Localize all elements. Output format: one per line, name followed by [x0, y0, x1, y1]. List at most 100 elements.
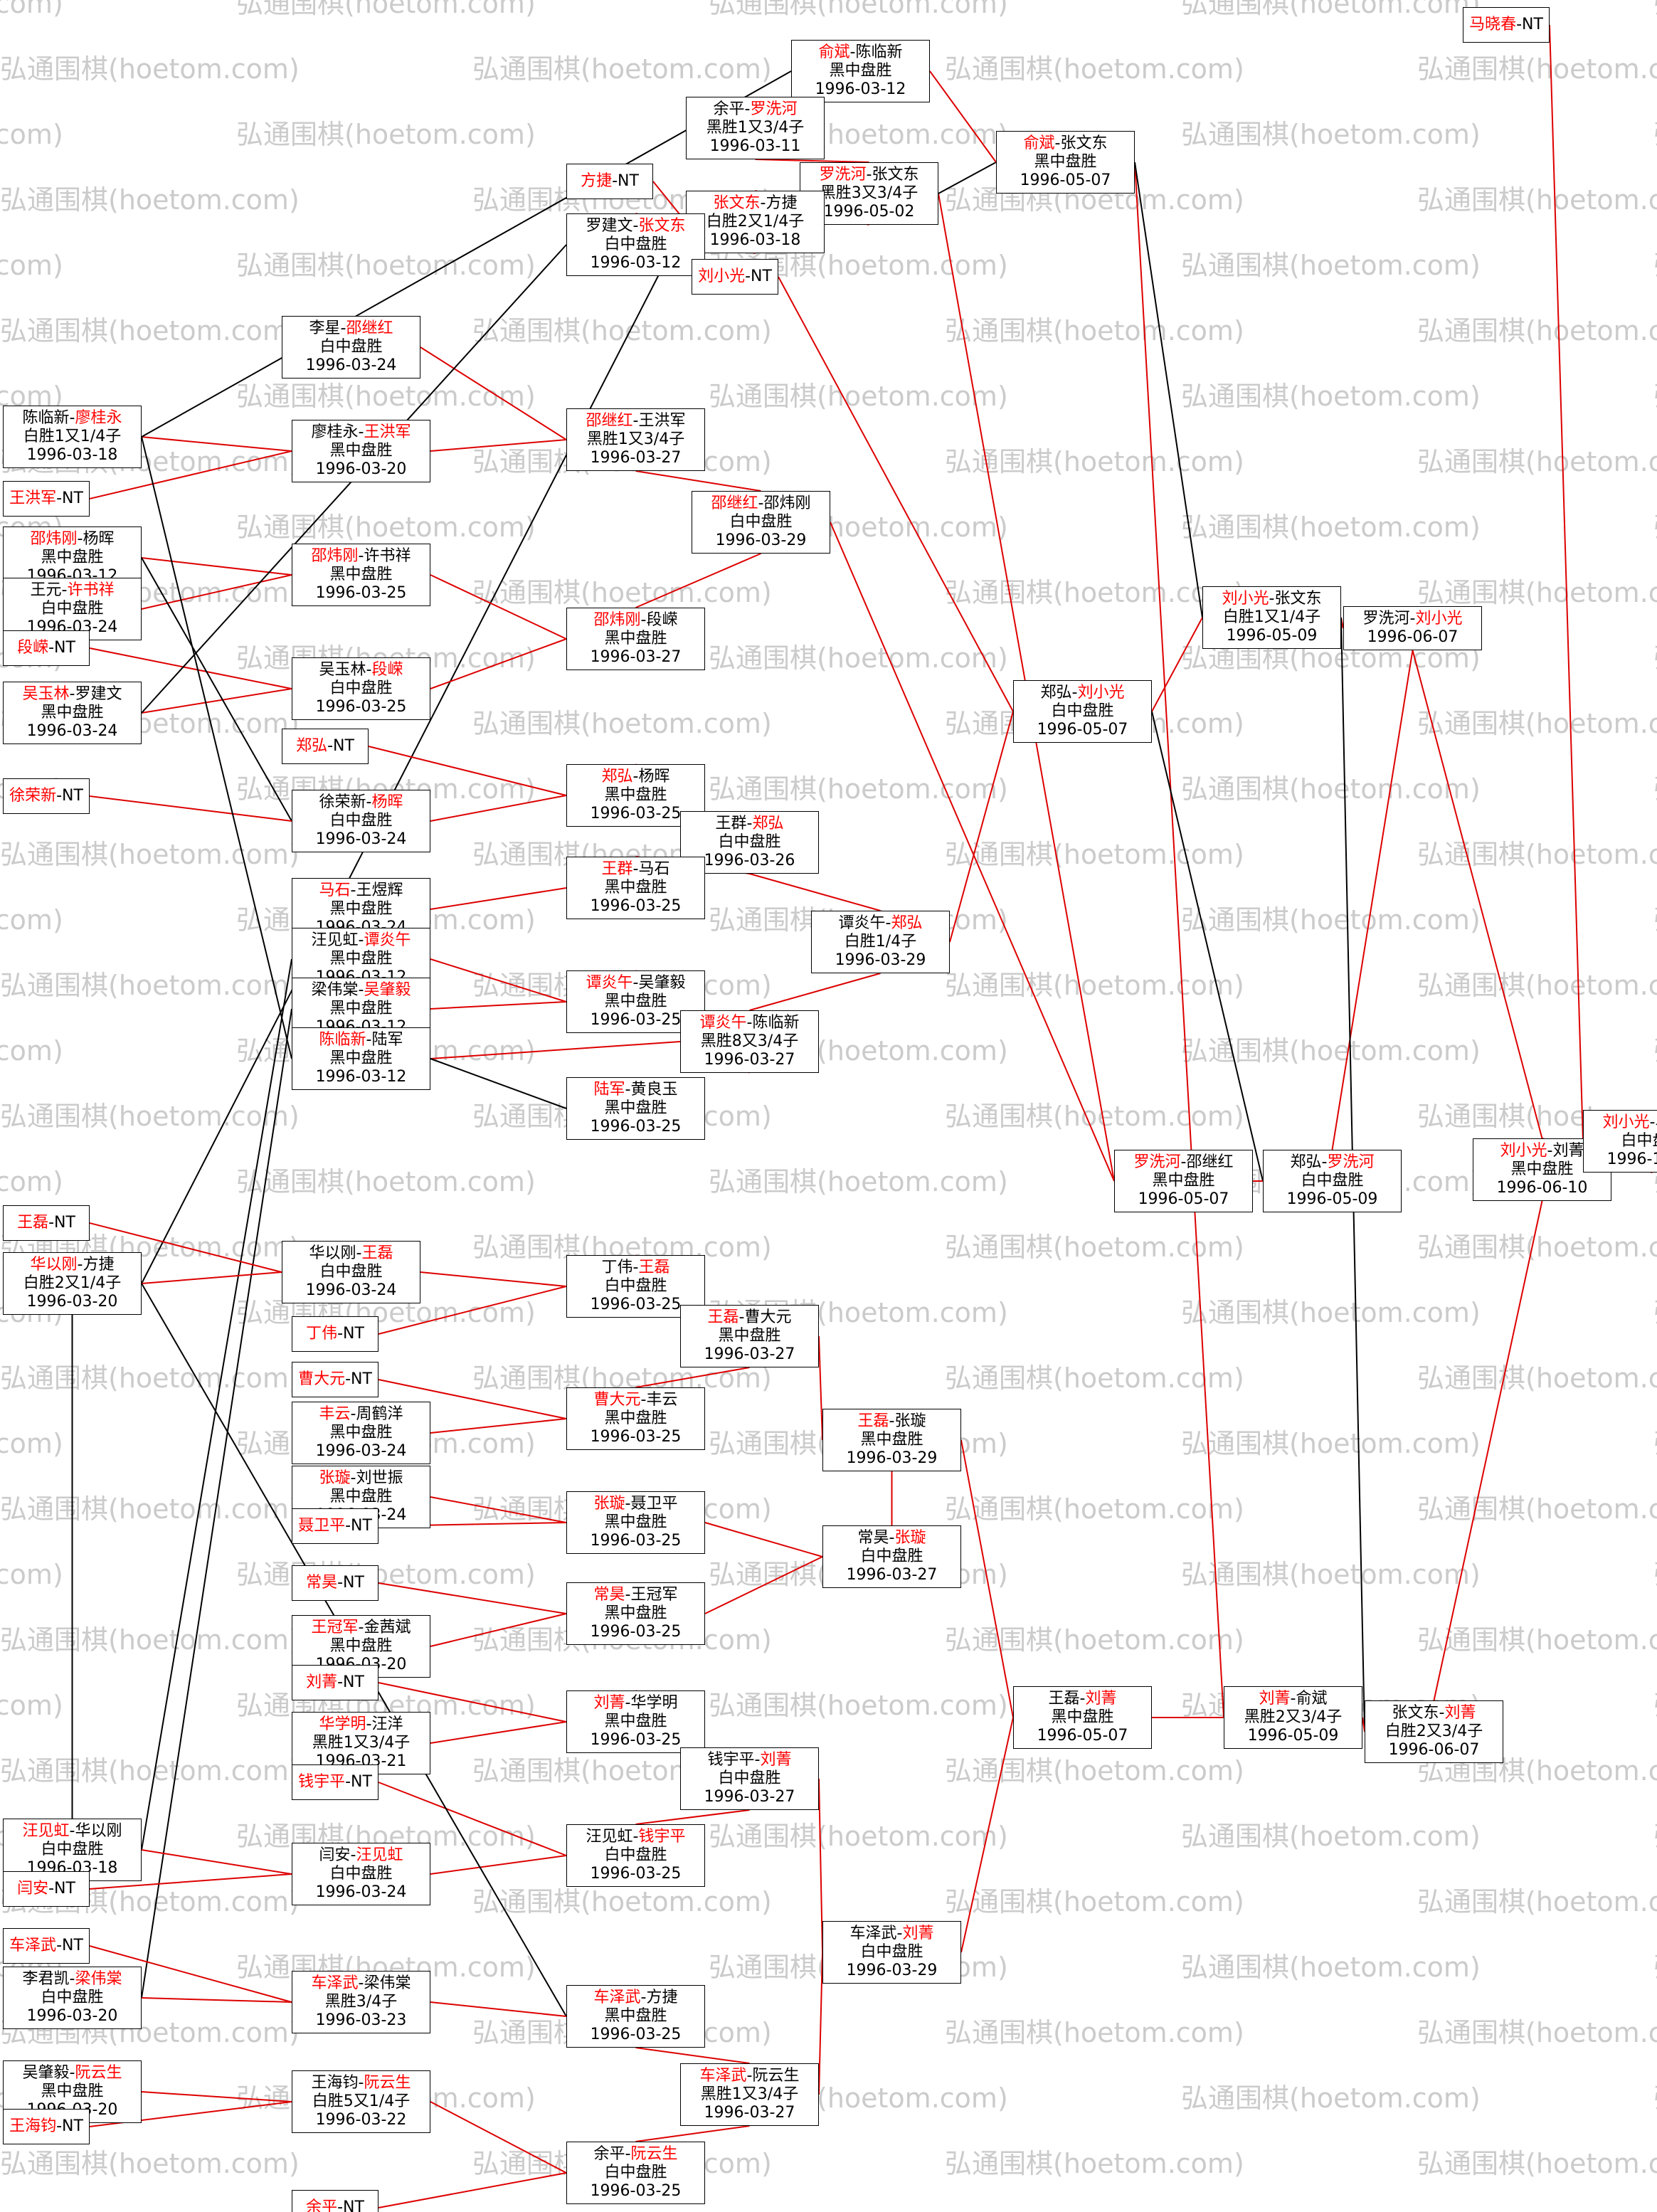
- player2-name: 刘小光: [1077, 684, 1125, 702]
- player2-name: 王磊: [638, 1259, 670, 1276]
- result-text: 黑胜1又3/4子: [312, 1734, 411, 1752]
- date-text: 1996-03-22: [315, 2111, 407, 2129]
- matchup: 俞斌-张文东: [1023, 134, 1108, 152]
- result-text: 黑中盘胜: [604, 1513, 667, 1531]
- player1-name: 王海钧: [311, 2074, 359, 2092]
- bye-label: NT: [54, 1880, 75, 1898]
- connector-line: [141, 958, 292, 1851]
- matchup: 王磊-NT: [17, 1214, 75, 1232]
- result-text: 白中盘胜: [319, 1263, 383, 1281]
- connector-line: [430, 1613, 567, 1647]
- connector-line: [635, 1367, 750, 1388]
- matchup: 王海钧-NT: [9, 2117, 83, 2135]
- date-text: 1996-05-09: [1286, 1190, 1378, 1208]
- matchup: 刘菁-俞斌: [1259, 1690, 1328, 1708]
- player1-name: 李君凯: [22, 1970, 70, 1988]
- result-text: 黑中盘胜: [1152, 1172, 1215, 1190]
- matchup: 廖桂永-王洪军: [311, 423, 411, 441]
- player1-name: 罗建文: [586, 217, 633, 235]
- player1-name: 汪见虹: [311, 931, 359, 949]
- matchup: 陈临新-廖桂永: [22, 409, 122, 427]
- connector-line: [635, 2125, 750, 2142]
- player2-name: 丰云: [646, 1391, 678, 1409]
- player1-name: 徐荣新: [319, 793, 366, 811]
- date-text: 1996-03-24: [315, 830, 407, 848]
- matchup: 刘小光-马晓春: [1585, 1113, 1657, 1132]
- player1-name: 谭炎午: [586, 974, 633, 992]
- result-text: 黑中盘胜: [604, 1409, 667, 1427]
- matchup: 丁伟-NT: [306, 1325, 364, 1343]
- connector-line: [430, 1721, 567, 1744]
- result-text: 黑胜1又3/4子: [706, 119, 805, 137]
- date-text: 1996-03-12: [315, 1068, 407, 1086]
- player2-name: 阮云生: [752, 2067, 800, 2085]
- player1-name: 余平: [713, 100, 745, 118]
- result-text: 黑中盘胜: [604, 1713, 667, 1730]
- player1-name: 刘菁: [593, 1694, 625, 1712]
- result-text: 黑中盘胜: [329, 1049, 393, 1067]
- date-text: 1996-03-25: [590, 1428, 682, 1446]
- player2-name: 陈临新: [855, 43, 903, 61]
- player1-name: 刘菁: [1259, 1690, 1291, 1708]
- player2-name: 刘菁: [902, 1925, 934, 1942]
- date-text: 1996-05-07: [1138, 1190, 1229, 1208]
- result-text: 白中盘胜: [1621, 1132, 1657, 1150]
- player2-name: 段嵘: [646, 611, 678, 629]
- player2-name: 郑弘: [891, 914, 923, 932]
- bye-box: 方捷-NT: [566, 164, 653, 199]
- result-text: 白胜2又1/4子: [23, 1274, 122, 1292]
- result-text: 黑中盘胜: [329, 1424, 393, 1441]
- player1-name: 王冠军: [311, 1619, 359, 1636]
- player1-name: 华以刚: [309, 1244, 356, 1262]
- player1-name: 闫安: [319, 1846, 351, 1864]
- player1-name: 罗洗河: [1362, 610, 1410, 628]
- player2-name: 俞斌: [1296, 1690, 1328, 1708]
- player1-name: 李星: [309, 319, 341, 337]
- date-text: 1996-03-27: [846, 1566, 938, 1584]
- date-text: 1996-03-20: [26, 1293, 118, 1311]
- player1-name: 俞斌: [818, 43, 850, 61]
- connector-line: [635, 470, 761, 492]
- player1-name: 马晓春: [1469, 16, 1517, 33]
- player2-name: 汪洋: [371, 1715, 403, 1733]
- player1-name: 邵继红: [586, 412, 633, 430]
- matchup: 马石-王煜辉: [319, 882, 403, 899]
- result-text: 白中盘胜: [41, 1989, 104, 2006]
- matchup: 王海钧-阮云生: [311, 2074, 411, 2092]
- matchup: 汪见虹-钱宇平: [586, 1828, 686, 1846]
- matchup: 曹大元-NT: [298, 1370, 372, 1388]
- connector-line: [368, 746, 567, 796]
- player2-name: 郑弘: [752, 815, 784, 832]
- player2-name: 许书祥: [364, 547, 411, 565]
- date-text: 1996-03-25: [315, 584, 407, 602]
- player1-name: 丁伟: [306, 1325, 338, 1343]
- result-text: 黑中盘胜: [41, 549, 104, 566]
- result-text: 黑中盘胜: [604, 630, 667, 647]
- connector-line: [89, 1873, 292, 1890]
- connector-line: [430, 638, 567, 689]
- date-text: 1996-05-07: [1037, 721, 1128, 739]
- player2-name: 吴肇毅: [638, 974, 686, 992]
- matchup: 罗建文-张文东: [586, 217, 686, 235]
- date-text: 1996-03-25: [590, 1731, 682, 1749]
- player2-name: 聂卫平: [630, 1495, 678, 1513]
- date-text: 1996-05-07: [1037, 1727, 1128, 1745]
- player1-name: 刘小光: [1602, 1113, 1650, 1131]
- connector-line: [430, 795, 567, 822]
- bye-box: 曹大元-NT: [292, 1362, 378, 1397]
